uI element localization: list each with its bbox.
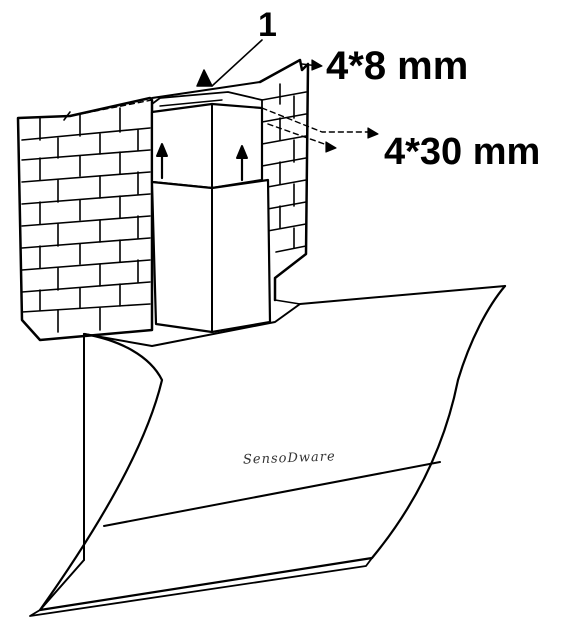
screw-size-small-label: 4*8 mm	[326, 44, 469, 88]
mounting-bracket	[63, 39, 379, 153]
chimney-duct	[150, 91, 272, 334]
up-arrow-icon	[236, 145, 248, 182]
brick-wall	[16, 58, 310, 342]
callout-number: 1	[258, 6, 277, 44]
hood-body	[29, 284, 507, 617]
up-arrow-icon	[156, 143, 168, 180]
screw-size-large-label: 4*30 mm	[384, 131, 541, 173]
